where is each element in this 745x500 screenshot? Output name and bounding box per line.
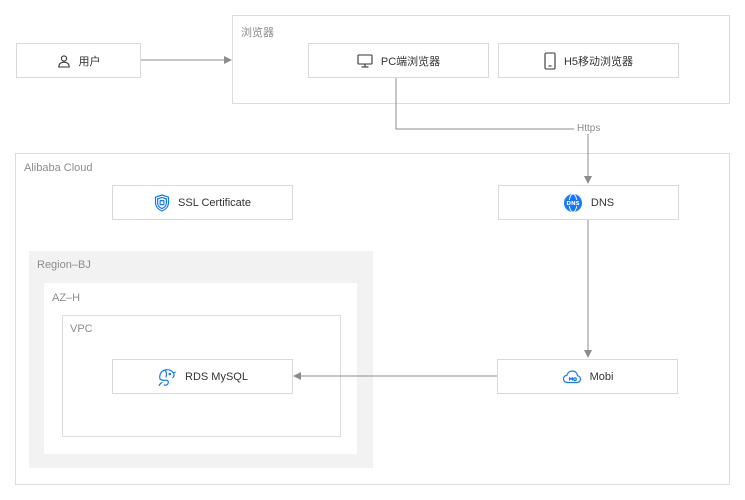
dns-node[interactable]: DNS DNS xyxy=(498,185,679,220)
monitor-icon xyxy=(357,53,373,68)
dns-node-label: DNS xyxy=(590,196,615,209)
user-icon xyxy=(57,54,71,68)
alibaba-cloud-group-label: Alibaba Cloud xyxy=(24,162,93,174)
vpc-group-label: VPC xyxy=(70,323,93,335)
h5-browser-node[interactable]: H5移动浏览器 xyxy=(498,43,679,78)
https-label: Https xyxy=(574,123,604,134)
mobi-node-label: Mobi xyxy=(589,370,614,383)
dns-icon: DNS xyxy=(563,193,583,213)
ssl-certificate-node[interactable]: SSL Certificate xyxy=(112,185,293,220)
alibaba-cloud-group: Alibaba Cloud xyxy=(15,153,730,485)
pc-browser-node-label: PC端浏览器 xyxy=(380,55,441,68)
pc-browser-node[interactable]: PC端浏览器 xyxy=(308,43,489,78)
svg-text:DNS: DNS xyxy=(566,201,579,207)
rds-mysql-node-label: RDS MySQL xyxy=(185,370,248,383)
region-bj-group-label: Region–BJ xyxy=(37,259,91,271)
mobi-node[interactable]: Mobi xyxy=(497,359,678,394)
az-h-group-label: AZ–H xyxy=(52,292,81,304)
h5-browser-node-label: H5移动浏览器 xyxy=(563,55,634,68)
rds-mysql-icon xyxy=(157,367,177,387)
user-node-label: 用户 xyxy=(78,55,101,68)
browser-group-label: 浏览器 xyxy=(241,27,274,39)
rds-mysql-node[interactable]: RDS MySQL xyxy=(112,359,293,394)
user-node[interactable]: 用户 xyxy=(16,43,141,78)
mobile-phone-icon xyxy=(544,51,556,70)
ssl-certificate-node-label: SSL Certificate xyxy=(178,196,251,209)
ssl-shield-icon xyxy=(154,193,170,212)
mobi-cloud-icon xyxy=(562,369,582,385)
